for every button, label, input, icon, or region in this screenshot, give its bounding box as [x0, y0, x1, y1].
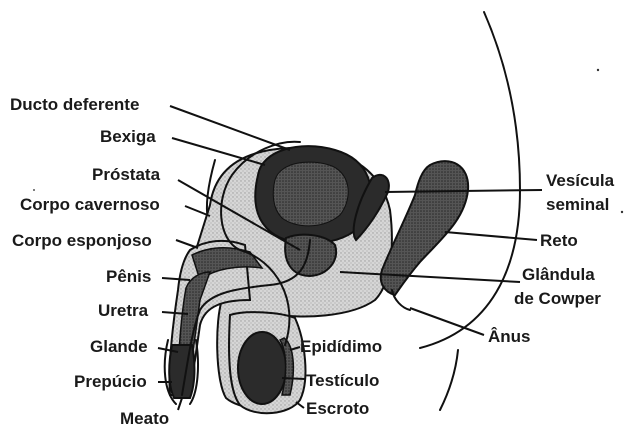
- label-corpo-esponjoso: Corpo esponjoso: [12, 231, 152, 250]
- label-meato: Meato: [120, 409, 169, 428]
- scan-speck: [597, 69, 599, 71]
- scan-speck: [33, 189, 35, 191]
- label-prepucio: Prepúcio: [74, 372, 147, 391]
- leader-vesicula: [385, 190, 542, 192]
- bladder-cavity: [273, 162, 348, 226]
- label-penis: Pênis: [106, 267, 151, 286]
- label-glande: Glande: [90, 337, 148, 356]
- body-outline-lower: [440, 350, 458, 410]
- leader-bexiga: [172, 138, 265, 165]
- leader-corpo-esponjoso: [176, 240, 198, 248]
- label-escroto: Escroto: [306, 399, 369, 418]
- label-glandula-line2: de Cowper: [514, 289, 601, 308]
- label-vesicula-line1: Vesícula: [546, 171, 615, 190]
- testicle-shape: [238, 332, 286, 404]
- label-reto: Reto: [540, 231, 578, 250]
- label-epididimo: Epidídimo: [300, 337, 382, 356]
- label-testiculo: Testículo: [306, 371, 379, 390]
- leader-meato: [178, 398, 182, 410]
- label-prostata: Próstata: [92, 165, 161, 184]
- label-anus: Ânus: [488, 327, 531, 346]
- leader-testiculo: [282, 378, 305, 379]
- label-corpo-cavernoso: Corpo cavernoso: [20, 195, 160, 214]
- leader-escroto: [296, 402, 304, 408]
- scan-speck: [621, 211, 623, 213]
- label-glandula-line1: Glândula: [522, 265, 595, 284]
- label-uretra: Uretra: [98, 301, 149, 320]
- label-bexiga: Bexiga: [100, 127, 156, 146]
- label-ducto-deferente: Ducto deferente: [10, 95, 139, 114]
- leader-reto: [445, 232, 537, 240]
- label-vesicula-line2: seminal: [546, 195, 609, 214]
